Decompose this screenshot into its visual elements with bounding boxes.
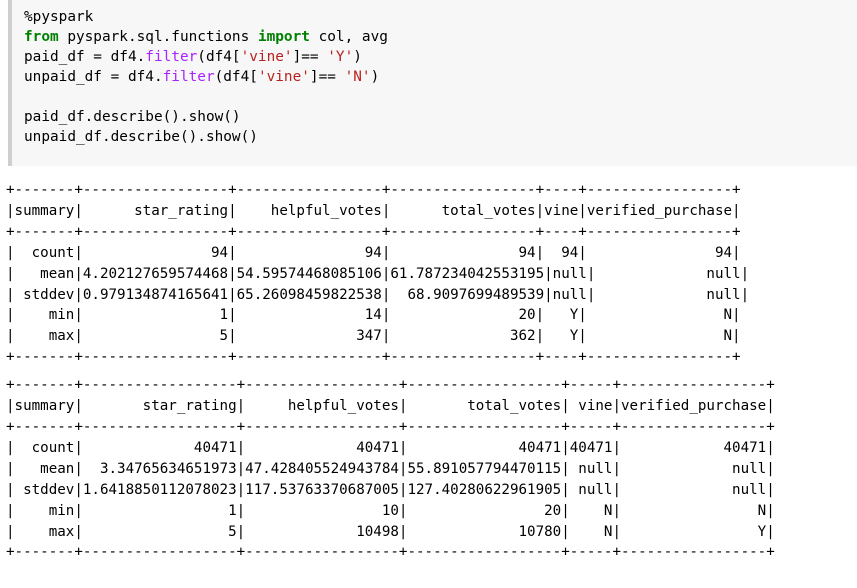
code-token: from [24, 29, 59, 45]
code-token: unpaid_df = df4. [24, 69, 163, 85]
code-cell[interactable]: %pyspark from pyspark.sql.functions impo… [8, 0, 857, 166]
table-border: +-------+-----------------+-------------… [6, 223, 741, 240]
code-editor[interactable]: %pyspark from pyspark.sql.functions impo… [24, 7, 388, 147]
code-token: 'vine' [257, 69, 310, 85]
code-line: %pyspark [24, 9, 93, 25]
code-token: unpaid_df.describe().show() [24, 129, 258, 145]
code-token: %pyspark [24, 9, 94, 25]
table-border: +-------+-----------------+-------------… [6, 349, 741, 366]
table-border: +-------+------------------+------------… [6, 377, 775, 394]
table-border: +-------+------------------+------------… [6, 418, 775, 435]
table-row: | mean|4.202127659574468|54.595744680851… [6, 265, 750, 282]
table-row: | mean| 3.34765634651973|47.428405524943… [6, 460, 775, 477]
code-token: ) [353, 49, 362, 65]
table-row: | min| 1| 10| 20| N| N| [6, 502, 775, 519]
cell-output: +-------+-----------------+-------------… [6, 180, 851, 563]
code-token: ) [370, 69, 380, 85]
code-token: ]== [309, 69, 345, 85]
code-line: paid_df.describe().show() [24, 109, 241, 125]
unpaid-describe-table: +-------+------------------+------------… [6, 375, 851, 563]
table-row: | min| 1| 14| 20| Y| N| [6, 307, 741, 324]
code-token: import [257, 29, 310, 45]
table-row: | count| 40471| 40471| 40471|40471| 4047… [6, 439, 775, 456]
code-token: 'vine' [240, 49, 293, 65]
code-line: paid_df = df4.filter(df4['vine']== 'Y') [24, 49, 362, 65]
code-token: col, avg [309, 29, 388, 45]
code-token: (df4[ [197, 49, 241, 65]
code-token: 'Y' [327, 49, 354, 65]
table-row: | stddev|0.979134874165641|65.2609845982… [6, 286, 750, 303]
table-row: | count| 94| 94| 94| 94| 94| [6, 244, 741, 261]
code-line: from pyspark.sql.functions import col, a… [24, 29, 388, 45]
code-line: unpaid_df.describe().show() [24, 129, 258, 145]
table-border: +-------+-----------------+-------------… [6, 182, 741, 198]
table-border: +-------+------------------+------------… [6, 544, 775, 561]
code-token: 'N' [344, 69, 371, 85]
table-header-row: |summary| star_rating| helpful_votes| to… [6, 398, 775, 415]
table-row: | max| 5| 347| 362| Y| N| [6, 328, 741, 345]
code-token: paid_df = df4. [24, 49, 146, 65]
code-line: unpaid_df = df4.filter(df4['vine']== 'N'… [24, 69, 379, 85]
code-token: pyspark.sql.functions [58, 29, 258, 45]
table-row: | max| 5| 10498| 10780| N| Y| [6, 523, 775, 540]
code-token: (df4[ [214, 69, 258, 85]
code-token: filter [162, 69, 215, 85]
code-token: filter [145, 49, 198, 65]
table-row: | stddev|1.6418850112078023|117.53763370… [6, 481, 775, 498]
table-header-row: |summary| star_rating| helpful_votes| to… [6, 202, 741, 219]
code-token: paid_df.describe().show() [24, 109, 241, 125]
code-token: ]== [292, 49, 328, 65]
paid-describe-table: +-------+-----------------+-------------… [6, 180, 851, 368]
